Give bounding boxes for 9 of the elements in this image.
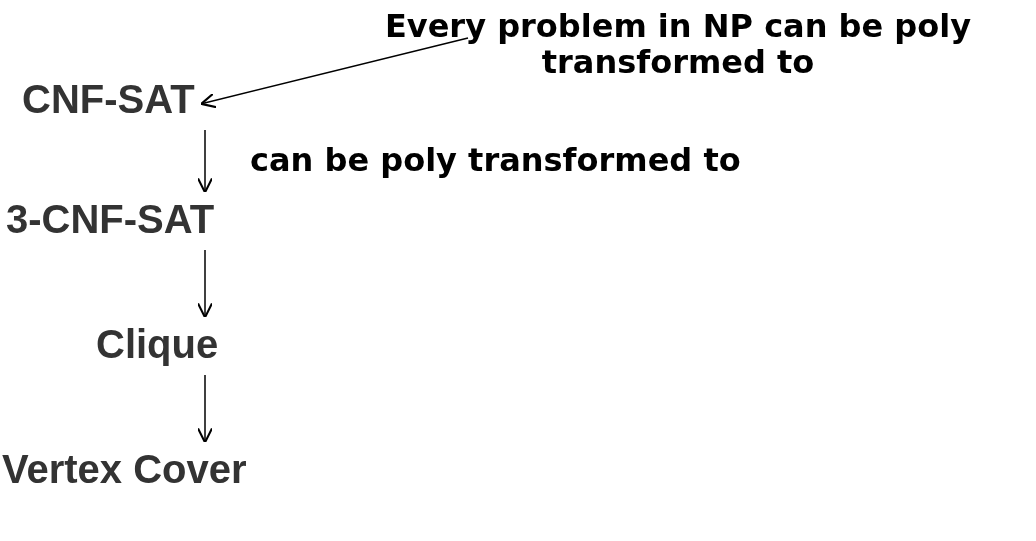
problem-name: 3-CNF-SAT [6,197,215,242]
arrow [196,129,214,194]
arrow [196,374,214,444]
problem-name: Vertex Cover [2,447,247,492]
annotation-text: Every problem in NP can be poly transformed to [383,8,973,80]
arrow [200,37,469,109]
problem-name: CNF-SAT [22,77,195,122]
arrow [196,249,214,319]
problem-name: Clique [96,322,219,367]
